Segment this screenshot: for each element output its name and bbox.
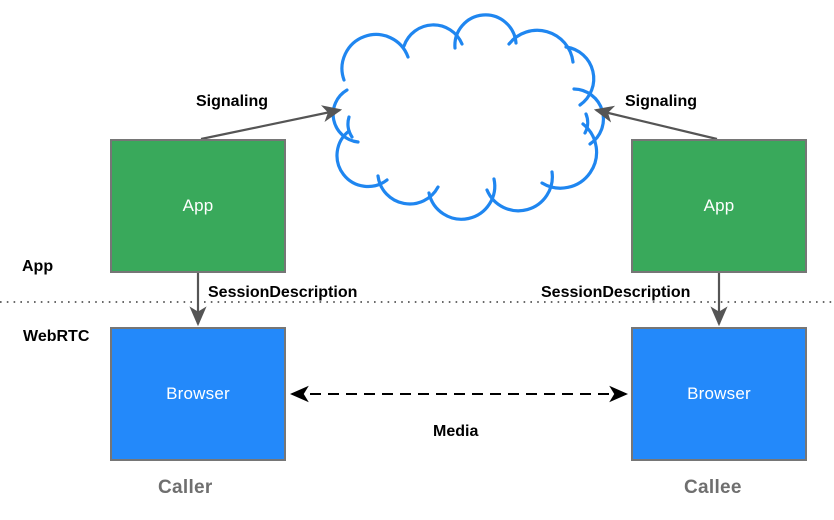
- cloud-icon: [331, 13, 605, 221]
- session-description-label-left: SessionDescription: [208, 284, 358, 301]
- app-box-caller[interactable]: App: [110, 139, 286, 273]
- app-box-callee-label: App: [703, 196, 735, 215]
- signaling-arrow-left: [200, 105, 343, 141]
- session-description-label-right: SessionDescription: [541, 284, 691, 301]
- signaling-arrow-right: [593, 105, 718, 141]
- signaling-label-right: Signaling: [625, 93, 697, 110]
- role-label-callee: Callee: [684, 477, 742, 498]
- signaling-label-left: Signaling: [196, 93, 268, 110]
- browser-box-caller-label: Browser: [166, 384, 230, 403]
- media-label: Media: [433, 423, 479, 440]
- browser-box-callee-label: Browser: [687, 384, 751, 403]
- layer-label-webrtc: WebRTC: [23, 328, 90, 345]
- app-box-caller-label: App: [182, 196, 214, 215]
- role-label-caller: Caller: [158, 477, 213, 498]
- app-box-callee[interactable]: App: [631, 139, 807, 273]
- browser-box-callee[interactable]: Browser: [631, 327, 807, 461]
- layer-label-app: App: [22, 258, 54, 275]
- browser-box-caller[interactable]: Browser: [110, 327, 286, 461]
